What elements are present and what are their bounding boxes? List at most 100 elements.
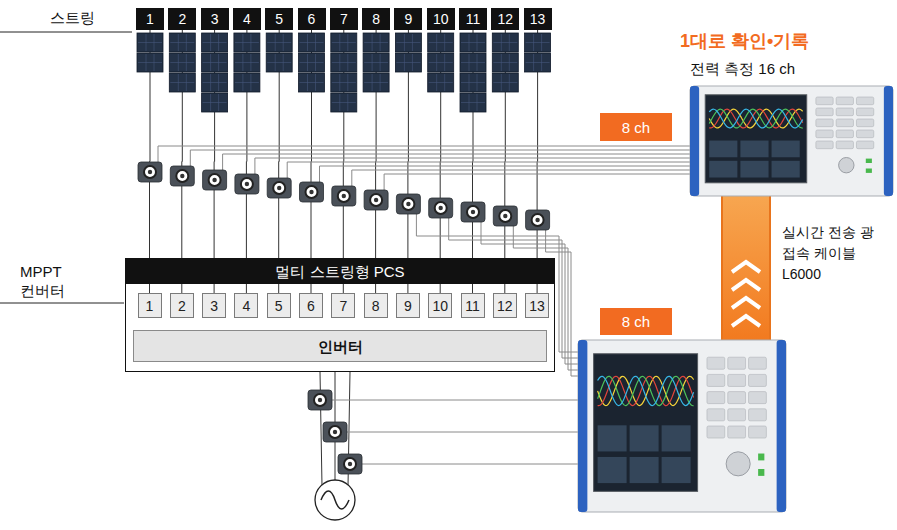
node-text: 3 [210, 299, 218, 313]
panel-grid [332, 42, 356, 43]
node-text: 8 [372, 12, 380, 26]
solar-panel-string [460, 33, 486, 112]
mppt-converter-box: 6 [299, 293, 323, 318]
solar-panel [395, 33, 421, 52]
solar-panel [169, 73, 195, 92]
string-number-box: 6 [298, 8, 326, 30]
mppt-converter-box: 10 [428, 293, 452, 318]
clamp-body [235, 174, 259, 194]
waveform [709, 109, 803, 128]
node-text: 11 [465, 299, 480, 313]
node-text: 1 [146, 12, 154, 26]
analyzer-button [707, 374, 725, 386]
status-led [866, 169, 872, 173]
solar-panel [460, 53, 486, 72]
analyzer-button [749, 374, 767, 386]
node-text: 8 ch [622, 314, 650, 329]
solar-panel [428, 73, 454, 92]
current-clamp [308, 390, 332, 410]
mppt-converter-box: 12 [493, 293, 517, 318]
solar-panel [492, 33, 518, 52]
analyzer-button [728, 409, 746, 421]
mppt-converter-box: 4 [234, 293, 258, 318]
analyzer-button [856, 108, 873, 116]
clamp-core [471, 210, 475, 214]
clamp-core [148, 170, 152, 174]
node-text: 1 [146, 299, 154, 313]
mppt-converter-box: 3 [202, 293, 226, 318]
current-clamp [203, 170, 227, 190]
clamp-jaw [402, 198, 414, 210]
string-number-box: 5 [265, 8, 293, 30]
pcs-housing: 멀티 스트링형 PCS12345678910111213인버터 [125, 258, 555, 372]
solar-panel [428, 53, 454, 72]
panel-grid [332, 82, 356, 83]
cable-label: 실시간 전송 광접속 케이블 L6000 [782, 222, 886, 285]
node-text: 8 [372, 299, 380, 313]
screen-panel [662, 425, 691, 451]
string-number-box: 4 [233, 8, 261, 30]
clamp-core [333, 430, 337, 434]
clamp-jaw [499, 210, 511, 222]
spec-label: 전력 측정 16 ch [690, 60, 795, 78]
analyzer-button [728, 392, 746, 404]
analyzer-button [707, 357, 725, 369]
panel-grid [170, 42, 194, 43]
mppt-converter-box: 9 [396, 293, 420, 318]
waveform [598, 376, 694, 405]
waveform [598, 376, 694, 406]
sensor-lead [352, 170, 692, 186]
analyzer-button [856, 130, 873, 138]
mppt-converter-box: 13 [525, 293, 549, 318]
channel-badge: 8 ch [600, 308, 672, 335]
mppt-converter-box: 1 [138, 293, 162, 318]
solar-panel-string [395, 33, 421, 72]
analyzer-button [749, 392, 767, 404]
solar-panel [299, 53, 325, 72]
current-clamp [429, 198, 453, 218]
solar-panel [395, 53, 421, 72]
waveform [598, 376, 694, 405]
clamp-core [318, 398, 322, 402]
panel-grid [203, 102, 227, 103]
analyzer-button [707, 409, 725, 421]
current-clamp [170, 166, 194, 186]
screen-panel [740, 161, 768, 178]
transfer-chevron [732, 280, 760, 290]
optical-cable-edge [769, 196, 771, 340]
sensor-lead [546, 230, 582, 376]
string-number-box: 1 [136, 8, 164, 30]
node-text: 3 [211, 12, 219, 26]
clamp-jaw [338, 190, 350, 202]
clamp-jaw [209, 174, 221, 186]
string-number-box: 8 [362, 8, 390, 30]
analyzer-button [836, 97, 853, 105]
panel-grid [461, 82, 485, 83]
clamp-jaw [532, 214, 544, 226]
section-label: 스트링 [50, 9, 95, 27]
solar-panel [299, 73, 325, 92]
analyzer-bumper [777, 340, 786, 512]
panel-grid [429, 42, 453, 43]
analyzer-button [728, 426, 746, 438]
analyzer-bumper [884, 86, 893, 196]
analyzer-button [836, 108, 853, 116]
clamp-jaw [314, 394, 326, 406]
panel-grid [332, 62, 356, 63]
analyzer-screen [594, 354, 698, 492]
panel-grid [364, 42, 388, 43]
analyzer-body [690, 86, 893, 196]
pcs-title-band: 멀티 스트링형 PCS [126, 259, 554, 284]
analyzer-bumper [578, 340, 587, 512]
panel-grid [429, 82, 453, 83]
clamp-jaw [329, 426, 341, 438]
clamp-jaw [370, 194, 382, 206]
power-analyzer [690, 86, 893, 196]
clamp-jaw [241, 178, 253, 190]
analyzer-bumper [690, 86, 699, 196]
solar-panel [331, 73, 357, 92]
screen-panel [598, 457, 627, 483]
current-clamp [323, 422, 347, 442]
node-text: 5 [275, 12, 283, 26]
solar-panel [363, 33, 389, 52]
